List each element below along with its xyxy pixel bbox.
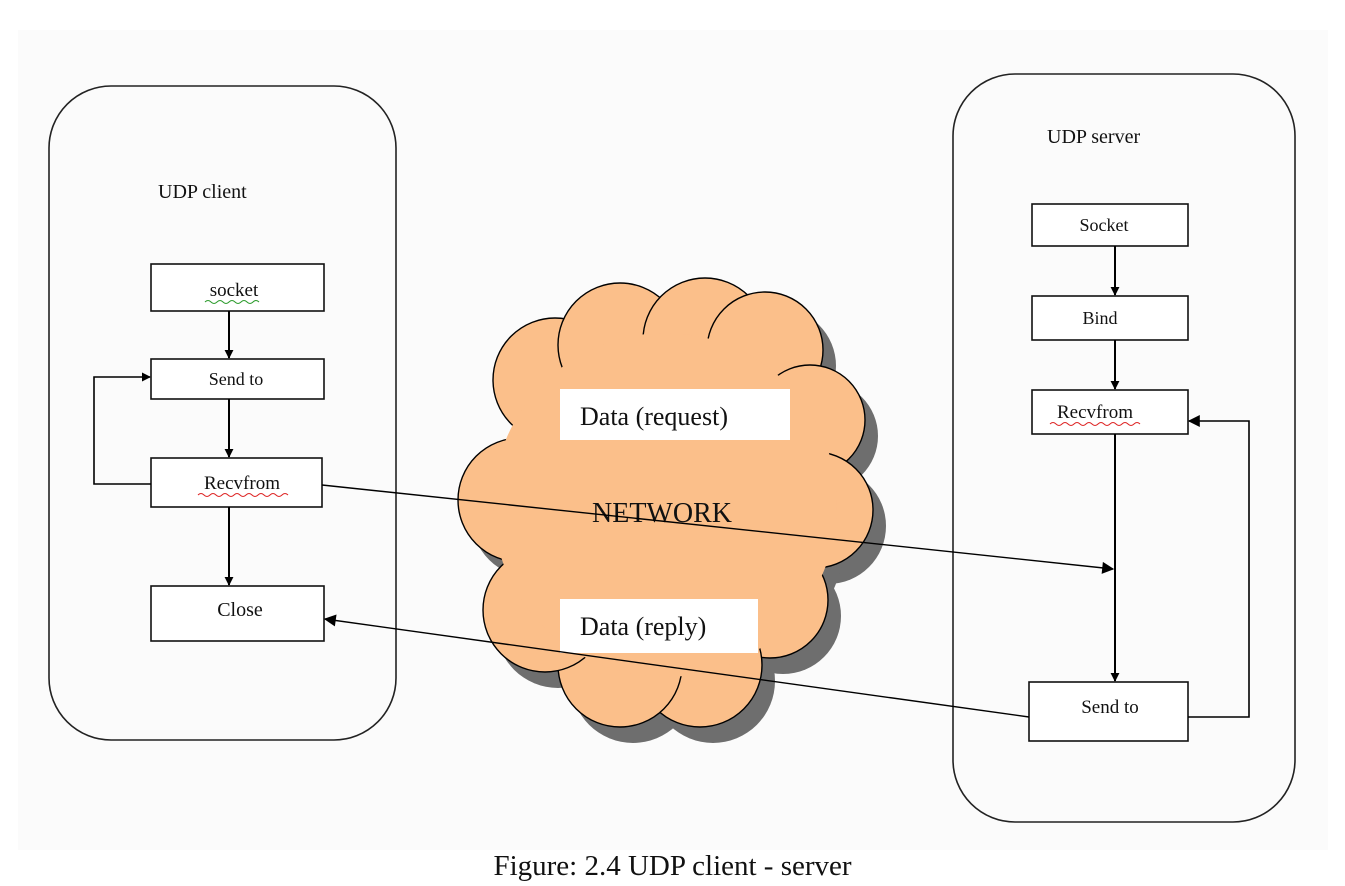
server-panel: UDP server Socket Bind Recvfrom Send to xyxy=(952,73,1296,823)
client-step-close: Close xyxy=(217,599,263,621)
arrow-request-flow xyxy=(321,484,1115,574)
server-step-sendto-box xyxy=(1028,681,1189,742)
reply-label: Data (reply) xyxy=(580,612,706,641)
arrow-reply-flow xyxy=(323,614,1030,718)
server-step-bind: Bind xyxy=(1082,308,1117,328)
client-title: UDP client xyxy=(158,181,247,203)
client-step-close-box xyxy=(150,585,325,642)
arrow-server-loop xyxy=(1187,415,1250,718)
server-step-recvfrom: Recvfrom xyxy=(1057,402,1133,423)
spellcheck-underline xyxy=(204,300,260,304)
server-title: UDP server xyxy=(1047,126,1140,148)
server-step-socket-box xyxy=(1031,203,1189,247)
server-step-bind-box xyxy=(1031,295,1189,341)
client-step-socket: socket xyxy=(210,280,259,301)
spellcheck-underline xyxy=(1049,422,1141,426)
client-step-sendto-box xyxy=(150,358,325,400)
request-label-box xyxy=(560,389,790,440)
client-step-recvfrom: Recvfrom xyxy=(204,473,280,494)
figure-caption: Figure: 2.4 UDP client - server xyxy=(493,850,852,882)
server-step-sendto: Send to xyxy=(1081,697,1139,718)
reply-label-box xyxy=(560,599,758,653)
server-step-socket: Socket xyxy=(1080,215,1129,235)
network-cloud: Data (request) NETWORK Data (reply) xyxy=(457,277,886,743)
request-label: Data (request) xyxy=(580,402,728,431)
server-step-recvfrom-box xyxy=(1031,389,1189,435)
client-step-sendto: Send to xyxy=(209,369,264,389)
arrow-client-loop xyxy=(93,372,151,485)
client-panel: UDP client socket Send to Recvfrom Close xyxy=(48,85,397,741)
network-label: NETWORK xyxy=(592,498,732,529)
spellcheck-underline xyxy=(197,493,289,497)
client-step-recvfrom-box xyxy=(150,457,323,508)
